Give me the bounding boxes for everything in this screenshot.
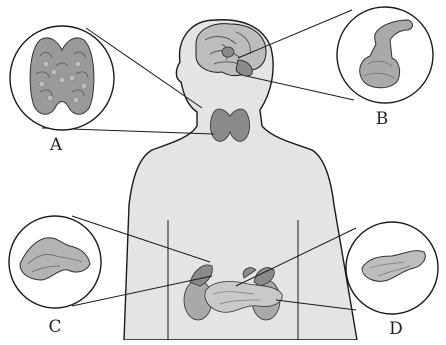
pituitary-gland-icon [337, 7, 433, 103]
label-c: C [48, 317, 61, 337]
thyroid-gland-icon [10, 26, 114, 130]
adrenal-gland-icon [9, 216, 101, 308]
label-a: A [49, 135, 63, 155]
pancreas-icon [346, 222, 438, 314]
label-d: D [389, 319, 403, 339]
label-b: B [376, 109, 389, 129]
brain [196, 24, 266, 76]
